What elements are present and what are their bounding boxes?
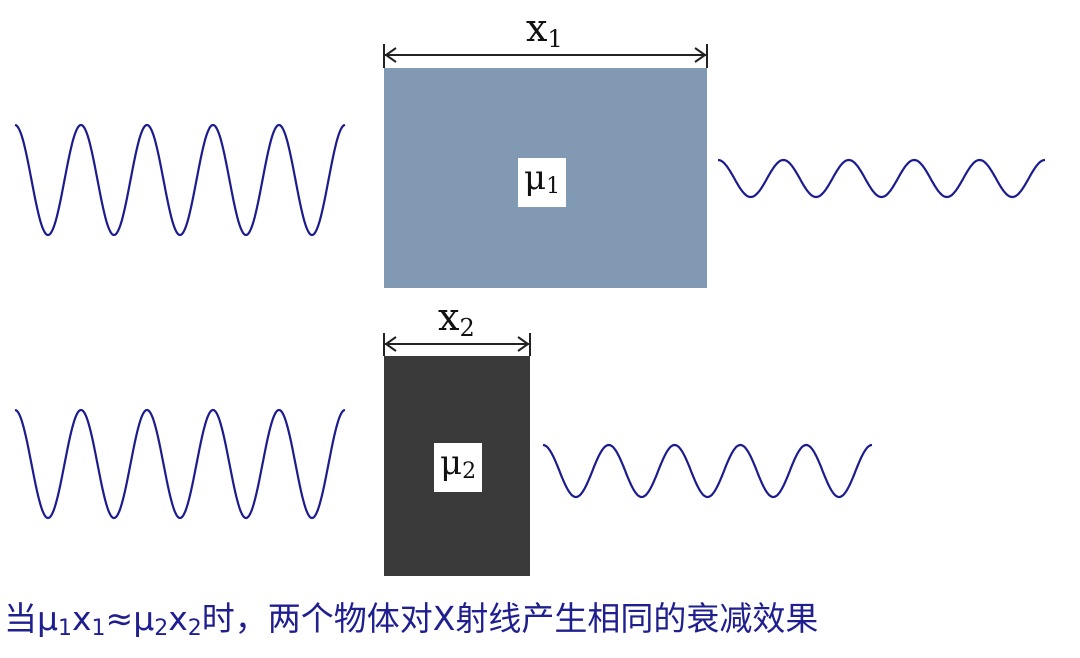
caption: 当μ1x1≈μ2x2时，两个物体对X射线产生相同的衰减效果	[4, 592, 818, 641]
coefficient-symbol: μ	[524, 158, 547, 198]
caption-x1: x	[72, 599, 92, 638]
thickness-symbol: x	[438, 295, 460, 339]
caption-x1-sub: 1	[91, 616, 106, 641]
attenuated-wave-bottom	[542, 443, 873, 499]
caption-x2-sub: 2	[187, 616, 202, 641]
incident-wave-top	[14, 123, 346, 237]
thickness-label-x2: x2	[438, 297, 475, 348]
incident-wave-bottom	[14, 408, 346, 520]
caption-prefix: 当	[4, 599, 37, 638]
dimension-arrow-x2	[383, 333, 531, 356]
thickness-subscript: 1	[547, 25, 563, 53]
thickness-symbol: x	[526, 6, 548, 50]
caption-suffix: 时，两个物体对X射线产生相同的衰减效果	[201, 599, 819, 638]
caption-mu1-sub: 1	[58, 616, 72, 641]
caption-mu1: μ	[37, 599, 58, 638]
caption-x2: x	[168, 599, 188, 638]
caption-mu2-sub: 2	[154, 616, 169, 641]
caption-approx: ≈	[105, 599, 134, 638]
coefficient-label-mu1: μ1	[518, 158, 567, 207]
coefficient-subscript: 2	[462, 459, 477, 484]
caption-mu2: μ	[133, 599, 155, 638]
thickness-subscript: 2	[459, 314, 475, 342]
dimension-arrow-x1	[383, 44, 708, 68]
coefficient-subscript: 1	[546, 174, 561, 199]
thickness-label-x1: x1	[526, 8, 563, 59]
coefficient-label-mu2: μ2	[434, 443, 483, 492]
attenuated-wave-top	[717, 158, 1046, 199]
coefficient-symbol: μ	[440, 443, 463, 483]
